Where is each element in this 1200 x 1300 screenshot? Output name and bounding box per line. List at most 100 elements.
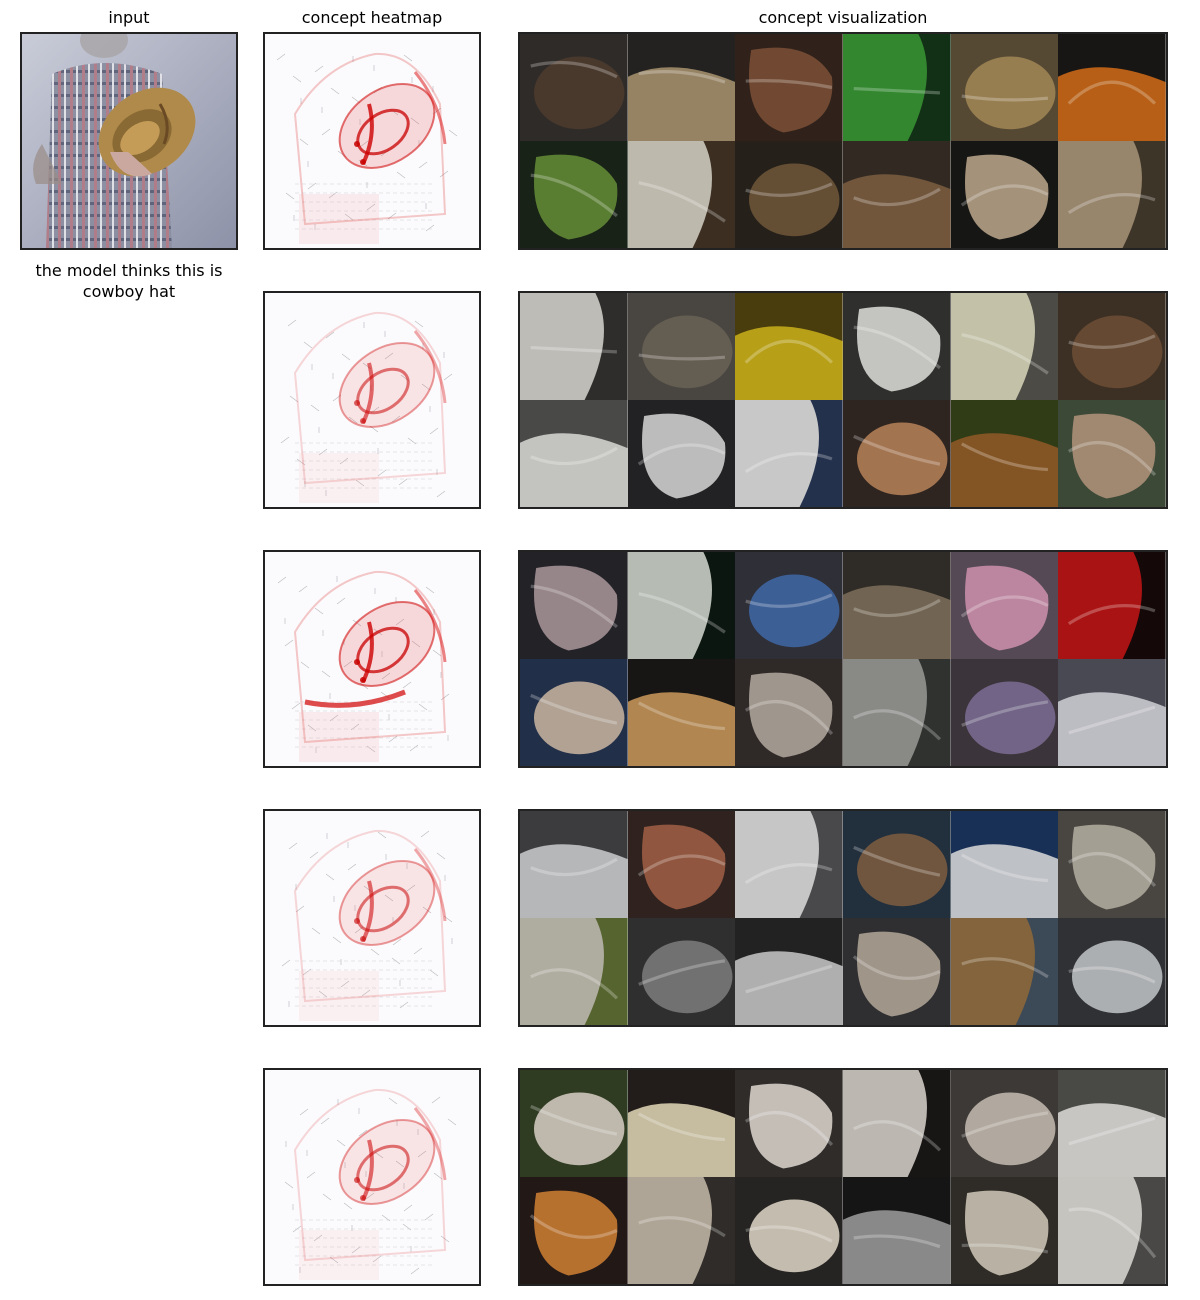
- tile-illustration: [1058, 811, 1166, 918]
- concept-example-tile: [950, 400, 1059, 507]
- concept-example-tile: [627, 293, 736, 400]
- tile-illustration: [520, 400, 628, 507]
- tile-illustration: [950, 811, 1059, 918]
- tile-illustration: [842, 1070, 951, 1177]
- tile-illustration: [950, 400, 1059, 507]
- tile-illustration: [1058, 659, 1166, 766]
- concept-example-tile: [1058, 811, 1166, 918]
- tile-illustration: [627, 918, 736, 1025]
- concept-example-tile: [627, 552, 736, 659]
- concept-example-tile: [950, 918, 1059, 1025]
- tile-illustration: [950, 918, 1059, 1025]
- tile-illustration: [842, 1177, 951, 1284]
- concept-example-tile: [627, 141, 736, 248]
- tile-illustration: [520, 1177, 628, 1284]
- tile-illustration: [627, 659, 736, 766]
- concept-example-tile: [627, 400, 736, 507]
- concept-example-tile: [520, 811, 628, 918]
- tile-illustration: [842, 552, 951, 659]
- heatmap-column-title: concept heatmap: [301, 8, 443, 27]
- concept-visualization-grid: [518, 809, 1168, 1027]
- concept-example-tile: [735, 400, 843, 507]
- concept-example-tile: [842, 141, 951, 248]
- concept-visualization-grid: [518, 1068, 1168, 1286]
- tile-illustration: [627, 811, 736, 918]
- tile-illustration: [520, 811, 628, 918]
- concept-example-tile: [735, 811, 843, 918]
- concept-visualization-grid: [518, 550, 1168, 768]
- concept-example-tile: [842, 293, 951, 400]
- concept-example-tile: [520, 1070, 628, 1177]
- concept-example-tile: [520, 293, 628, 400]
- tile-illustration: [520, 293, 628, 400]
- concept-heatmap: [263, 809, 481, 1027]
- concept-example-tile: [842, 400, 951, 507]
- tile-illustration: [1058, 141, 1166, 248]
- tile-illustration: [1058, 400, 1166, 507]
- concept-example-tile: [520, 141, 628, 248]
- heatmap-illustration: [265, 293, 479, 507]
- prediction-caption: the model thinks this is cowboy hat: [35, 261, 223, 301]
- concept-example-tile: [842, 552, 951, 659]
- concept-example-tile: [1058, 552, 1166, 659]
- tile-illustration: [842, 141, 951, 248]
- concept-example-tile: [627, 918, 736, 1025]
- concept-example-tile: [520, 1177, 628, 1284]
- concept-example-tile: [950, 293, 1059, 400]
- tile-illustration: [735, 34, 843, 141]
- concept-heatmap: [263, 1068, 481, 1286]
- concept-example-tile: [520, 552, 628, 659]
- tile-illustration: [735, 293, 843, 400]
- tile-illustration: [520, 918, 628, 1025]
- tile-illustration: [950, 1177, 1059, 1284]
- heatmap-illustration: [265, 811, 479, 1025]
- concept-example-tile: [735, 34, 843, 141]
- tile-illustration: [950, 293, 1059, 400]
- tile-illustration: [950, 1070, 1059, 1177]
- concept-example-tile: [842, 1177, 951, 1284]
- concept-example-tile: [950, 141, 1059, 248]
- concept-example-tile: [627, 811, 736, 918]
- concept-example-tile: [842, 811, 951, 918]
- tile-illustration: [950, 34, 1059, 141]
- concept-example-tile: [520, 918, 628, 1025]
- tile-illustration: [950, 659, 1059, 766]
- concept-example-tile: [627, 34, 736, 141]
- tile-illustration: [950, 552, 1059, 659]
- concept-example-tile: [950, 1177, 1059, 1284]
- tile-illustration: [842, 34, 951, 141]
- tile-illustration: [520, 552, 628, 659]
- concept-example-tile: [627, 659, 736, 766]
- concept-example-tile: [735, 1177, 843, 1284]
- visualization-column-title: concept visualization: [758, 8, 928, 27]
- concept-example-tile: [842, 1070, 951, 1177]
- input-image: [20, 32, 238, 250]
- tile-illustration: [627, 1177, 736, 1284]
- tile-illustration: [842, 659, 951, 766]
- tile-illustration: [1058, 552, 1166, 659]
- concept-heatmap: [263, 550, 481, 768]
- concept-example-tile: [1058, 1070, 1166, 1177]
- concept-example-tile: [1058, 34, 1166, 141]
- concept-example-tile: [627, 1177, 736, 1284]
- concept-example-tile: [1058, 918, 1166, 1025]
- concept-example-tile: [842, 918, 951, 1025]
- person-with-hat-illustration: [22, 34, 236, 248]
- concept-example-tile: [950, 34, 1059, 141]
- concept-example-tile: [627, 1070, 736, 1177]
- concept-example-tile: [1058, 141, 1166, 248]
- heatmap-illustration: [265, 1070, 479, 1284]
- heatmap-illustration: [265, 34, 479, 248]
- tile-illustration: [1058, 918, 1166, 1025]
- tile-illustration: [627, 34, 736, 141]
- tile-illustration: [520, 1070, 628, 1177]
- concept-example-tile: [520, 659, 628, 766]
- concept-example-tile: [950, 659, 1059, 766]
- concept-example-tile: [1058, 293, 1166, 400]
- concept-example-tile: [842, 659, 951, 766]
- tile-illustration: [1058, 34, 1166, 141]
- concept-example-tile: [735, 141, 843, 248]
- tile-illustration: [735, 141, 843, 248]
- tile-illustration: [627, 141, 736, 248]
- concept-visualization-grid: [518, 291, 1168, 509]
